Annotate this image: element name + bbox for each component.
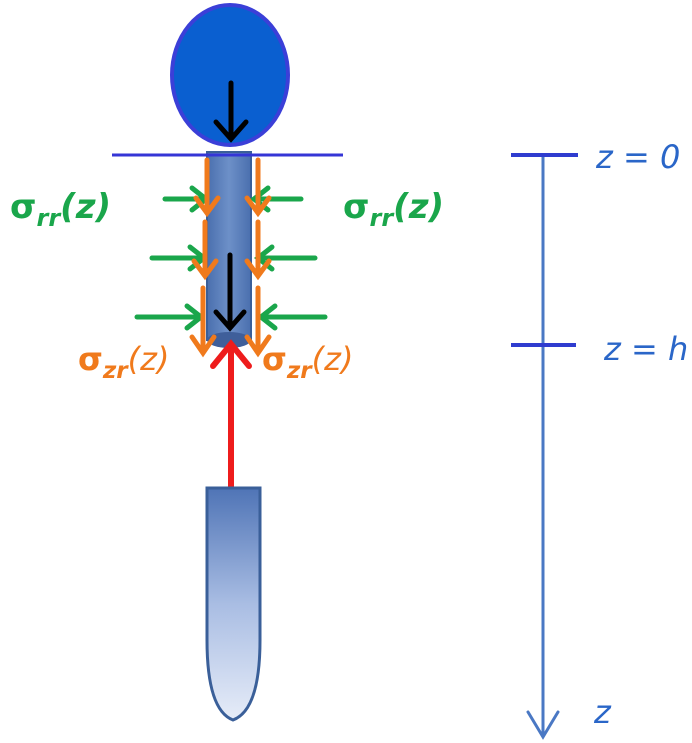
orange-arrows-right (244, 157, 272, 358)
green-arrows-left (134, 185, 211, 331)
needle-tip (205, 486, 262, 722)
black-arrow-droplet (213, 80, 249, 143)
neck-bottom (207, 332, 251, 348)
droplet (170, 3, 290, 147)
sigma-zr-left-label: σzr(z) (78, 340, 169, 384)
black-arrow-neck (213, 252, 247, 332)
z-axis-arrowhead (526, 710, 560, 740)
sigma-rr-left-label: σrr(z) (10, 187, 111, 232)
orange-arrows-left (189, 157, 221, 358)
green-arrows-right (249, 185, 328, 331)
zh-label: z = h (603, 330, 688, 368)
red-arrow (210, 339, 252, 491)
z0-label: z = 0 (595, 138, 680, 176)
sigma-rr-right-label: σrr(z) (343, 187, 444, 232)
z-label: z (593, 693, 612, 731)
sigma-zr-right-label: σzr(z) (262, 340, 353, 384)
